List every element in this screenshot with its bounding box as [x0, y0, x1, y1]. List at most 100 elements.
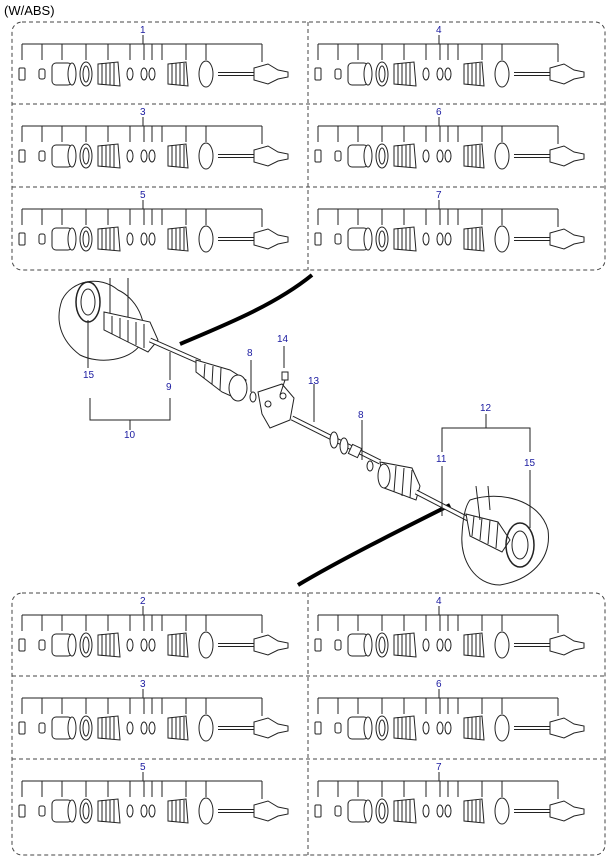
- kit-clamp: [140, 149, 148, 163]
- kit-boot: [393, 798, 417, 824]
- top-kit-cell: 1: [18, 25, 289, 88]
- kit-clamp: [126, 804, 134, 818]
- kit-clamp: [436, 67, 444, 81]
- center-bearing-bracket: [257, 383, 295, 429]
- kit-large-ring: [494, 797, 510, 825]
- kit-boot: [393, 632, 417, 658]
- callout-9: 9: [166, 382, 172, 393]
- bracket-bolt: [279, 371, 289, 396]
- kit-clamp: [436, 232, 444, 246]
- kit-clamp: [422, 721, 430, 735]
- kit-clamp: [436, 149, 444, 163]
- kit-boot: [97, 226, 121, 252]
- kit-callout-number: 6: [436, 107, 442, 118]
- kit-boot-outer: [167, 798, 189, 824]
- kit-ring-inner: [82, 230, 90, 248]
- kit-joint-face: [67, 227, 77, 251]
- left-outer-joint: [103, 311, 159, 353]
- kit-ring-inner: [82, 802, 90, 820]
- kit-bolt: [18, 804, 26, 818]
- kit-bolt: [18, 149, 26, 163]
- kit-stub-axle: [253, 634, 289, 656]
- kit-boot: [393, 226, 417, 252]
- kit-ring-inner: [378, 802, 386, 820]
- bottom-kit-cell: 5: [18, 762, 289, 825]
- callout-11: 11: [436, 454, 447, 465]
- kit-sleeve: [38, 68, 46, 80]
- bottom-kit-cell: 7: [314, 762, 585, 825]
- callout-8-lower: 8: [358, 410, 364, 421]
- kit-large-ring: [198, 714, 214, 742]
- kit-ring-inner: [82, 147, 90, 165]
- top-kit-cell: 5: [18, 190, 289, 253]
- kit-clamp: [148, 67, 156, 81]
- bottom-kit-cell: 3: [18, 679, 289, 742]
- bottom-kit-cell: 2: [18, 596, 289, 659]
- kit-callout-number: 3: [140, 679, 146, 690]
- callout-14: 14: [277, 334, 289, 345]
- kit-boot-outer: [167, 715, 189, 741]
- kit-joint-face: [67, 633, 77, 657]
- callout-12: 12: [480, 403, 492, 414]
- kit-callout-number: 1: [140, 25, 146, 36]
- kit-clamp: [422, 638, 430, 652]
- kit-bolt: [314, 149, 322, 163]
- kit-clamp: [444, 721, 452, 735]
- kit-bolt: [314, 232, 322, 246]
- callout-10: 10: [124, 430, 136, 441]
- inner-joint-boot: [195, 359, 248, 402]
- kit-bolt: [314, 804, 322, 818]
- bottom-group-frame: [11, 592, 606, 856]
- kit-clamp: [148, 149, 156, 163]
- kit-clamp: [126, 232, 134, 246]
- kit-boot-outer: [167, 226, 189, 252]
- kit-bolt: [314, 67, 322, 81]
- kit-ring-inner: [378, 636, 386, 654]
- kit-callout-number: 5: [140, 190, 146, 201]
- kit-ring-inner: [82, 636, 90, 654]
- kit-clamp: [126, 721, 134, 735]
- kit-callout-number: 7: [436, 190, 442, 201]
- bottom-kit-cell: 4: [314, 596, 585, 659]
- kit-ring-inner: [378, 147, 386, 165]
- kit-large-ring: [494, 631, 510, 659]
- kit-clamp: [422, 232, 430, 246]
- bottom-kit-cell: 6: [314, 679, 585, 742]
- kit-clamp: [444, 638, 452, 652]
- kit-clamp: [148, 804, 156, 818]
- kit-large-ring: [198, 797, 214, 825]
- kit-clamp: [422, 149, 430, 163]
- kit-clamp: [444, 232, 452, 246]
- left-shaft-core: [149, 338, 201, 364]
- right-shaft-core: [415, 490, 471, 522]
- kit-boot-outer: [167, 632, 189, 658]
- kit-stub-axle: [549, 634, 585, 656]
- assembly-callouts: 15 9 10 8 14 13 8 12 11 15: [83, 334, 536, 469]
- intermediate-shaft-collar: [329, 431, 363, 459]
- kit-stub-axle: [253, 63, 289, 85]
- kit-stub-axle: [549, 800, 585, 822]
- kit-clamp: [422, 67, 430, 81]
- kit-ring-inner: [378, 719, 386, 737]
- kit-clamp: [444, 67, 452, 81]
- kit-boot-outer: [167, 61, 189, 87]
- kit-ring-inner: [82, 65, 90, 83]
- kit-clamp: [436, 721, 444, 735]
- page-title: (W/ABS): [4, 3, 55, 18]
- kit-joint-face: [67, 62, 77, 86]
- kit-boot: [97, 61, 121, 87]
- kit-boot: [97, 632, 121, 658]
- snap-ring-lower: [366, 460, 374, 472]
- top-kit-cell: 7: [314, 190, 585, 253]
- kit-joint-face: [363, 633, 373, 657]
- kit-ring-inner: [82, 719, 90, 737]
- kit-clamp: [126, 638, 134, 652]
- kit-clamp: [436, 638, 444, 652]
- kit-clamp: [140, 67, 148, 81]
- kit-large-ring: [198, 142, 214, 170]
- kit-large-ring: [198, 631, 214, 659]
- kit-boot: [393, 715, 417, 741]
- kit-callout-number: 7: [436, 762, 442, 773]
